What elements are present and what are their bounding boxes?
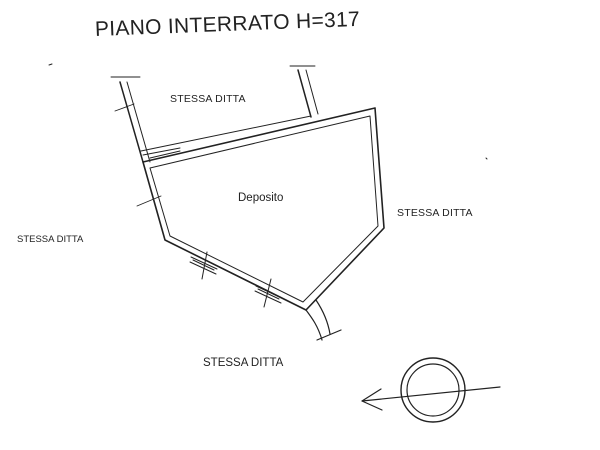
window-symbols bbox=[189, 251, 283, 308]
label-stessa-ditta-right: STESSA DITTA bbox=[397, 207, 473, 219]
label-stessa-ditta-bottom: STESSA DITTA bbox=[203, 357, 284, 369]
wall-break-marks bbox=[110, 65, 316, 207]
curved-wall-extension bbox=[305, 299, 342, 341]
label-stessa-ditta-top: STESSA DITTA bbox=[170, 93, 246, 105]
stray-marks bbox=[48, 63, 488, 160]
north-arrow-icon bbox=[361, 357, 501, 423]
room-walls bbox=[142, 107, 385, 311]
label-stessa-ditta-left: STESSA DITTA bbox=[17, 234, 84, 245]
room-label-deposito: Deposito bbox=[238, 192, 284, 204]
upper-corridor-walls bbox=[119, 69, 319, 163]
